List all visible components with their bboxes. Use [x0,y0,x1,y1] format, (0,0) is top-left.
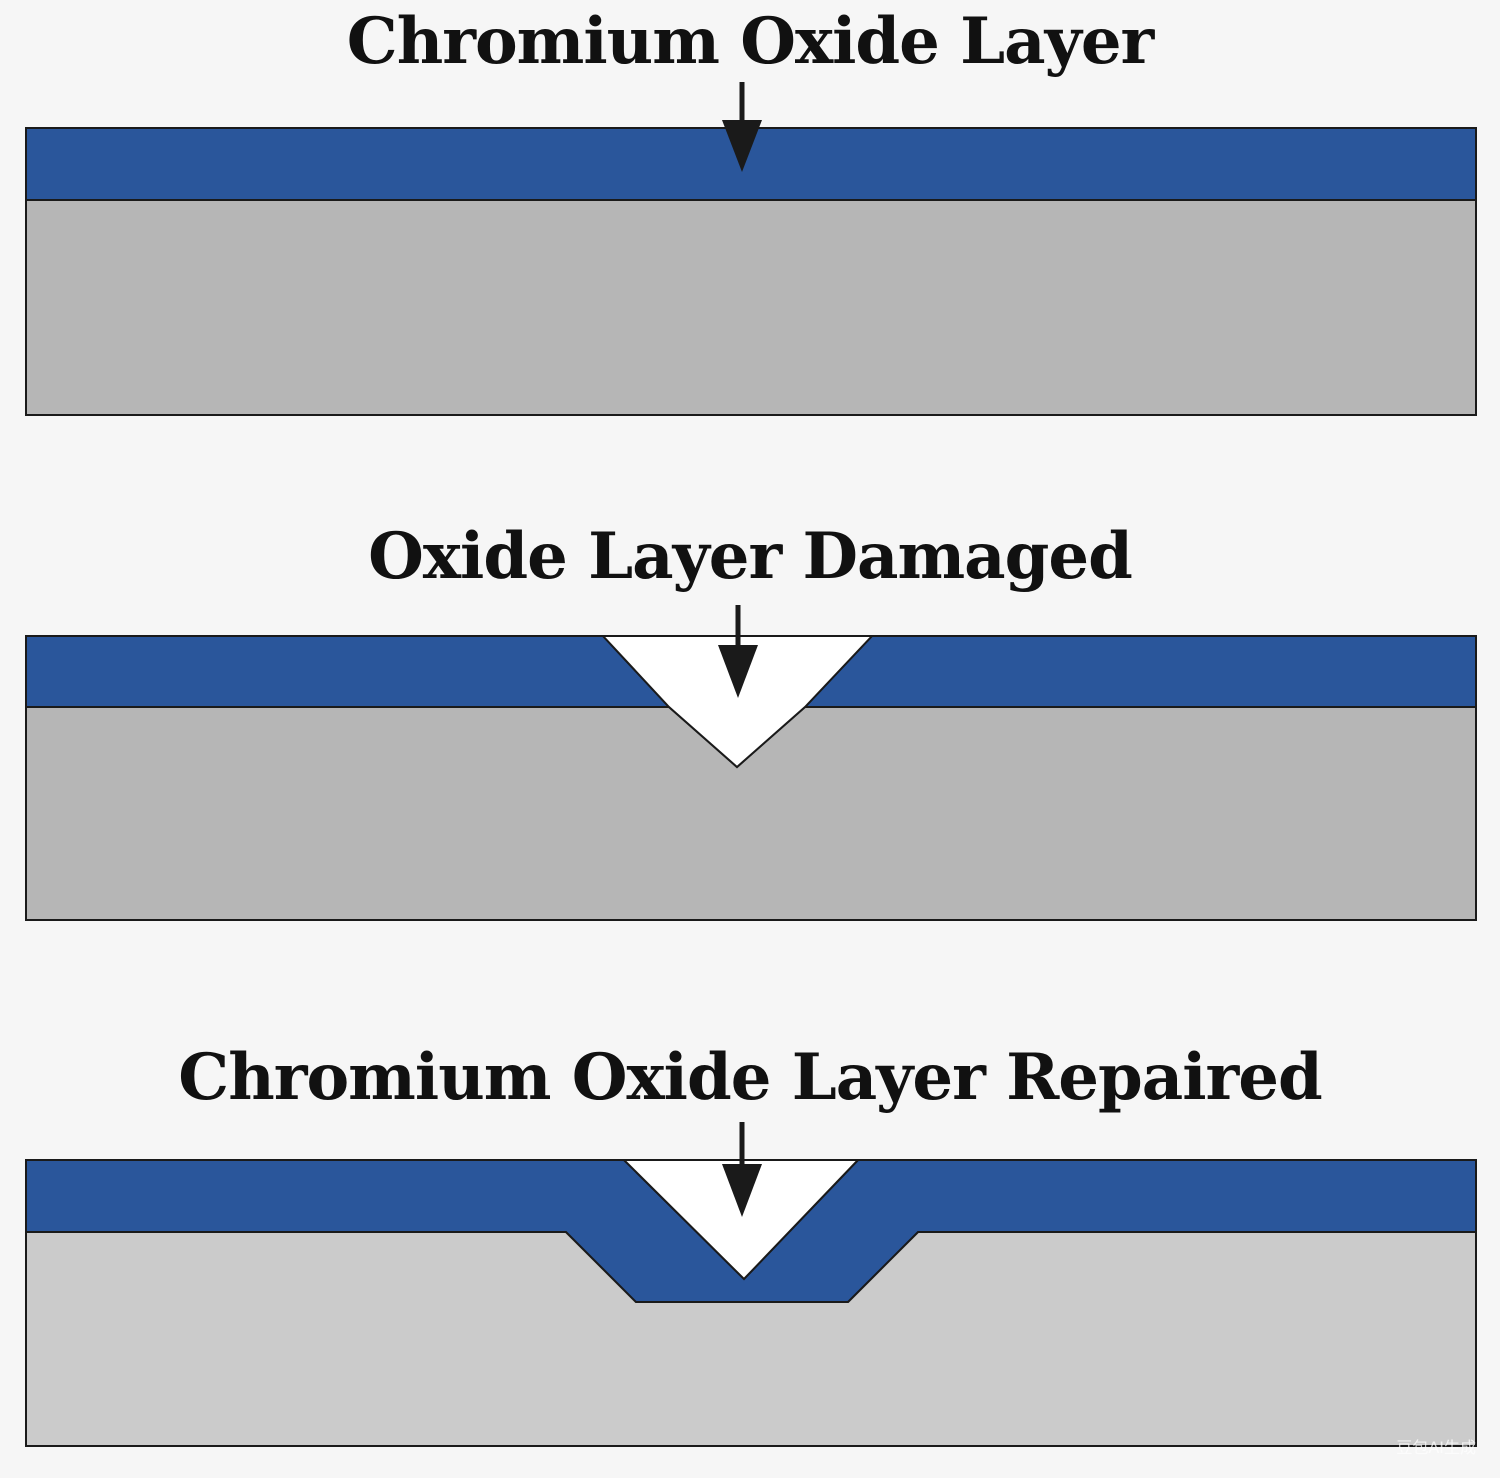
panel-2-oxide-layer-left [25,635,672,708]
panel-3-title: Chromium Oxide Layer Repaired [178,1040,1322,1115]
panel-2-scratch-gap [600,635,875,769]
panel-1-title: Chromium Oxide Layer [346,4,1155,79]
panel-2-damaged [25,605,1477,921]
panel-3-arrow [722,1122,762,1217]
watermark: 豆包AI生成 [1396,1438,1476,1457]
panel-2-arrow [718,605,758,698]
panel-1-metal-base [25,199,1477,416]
panel-2-title: Oxide Layer Damaged [368,519,1133,594]
panel-1-arrow [722,82,762,172]
panel-2-oxide-layer-right [802,635,1477,708]
panel-1-intact [25,82,1477,416]
panel-3-repaired [25,1122,1477,1447]
